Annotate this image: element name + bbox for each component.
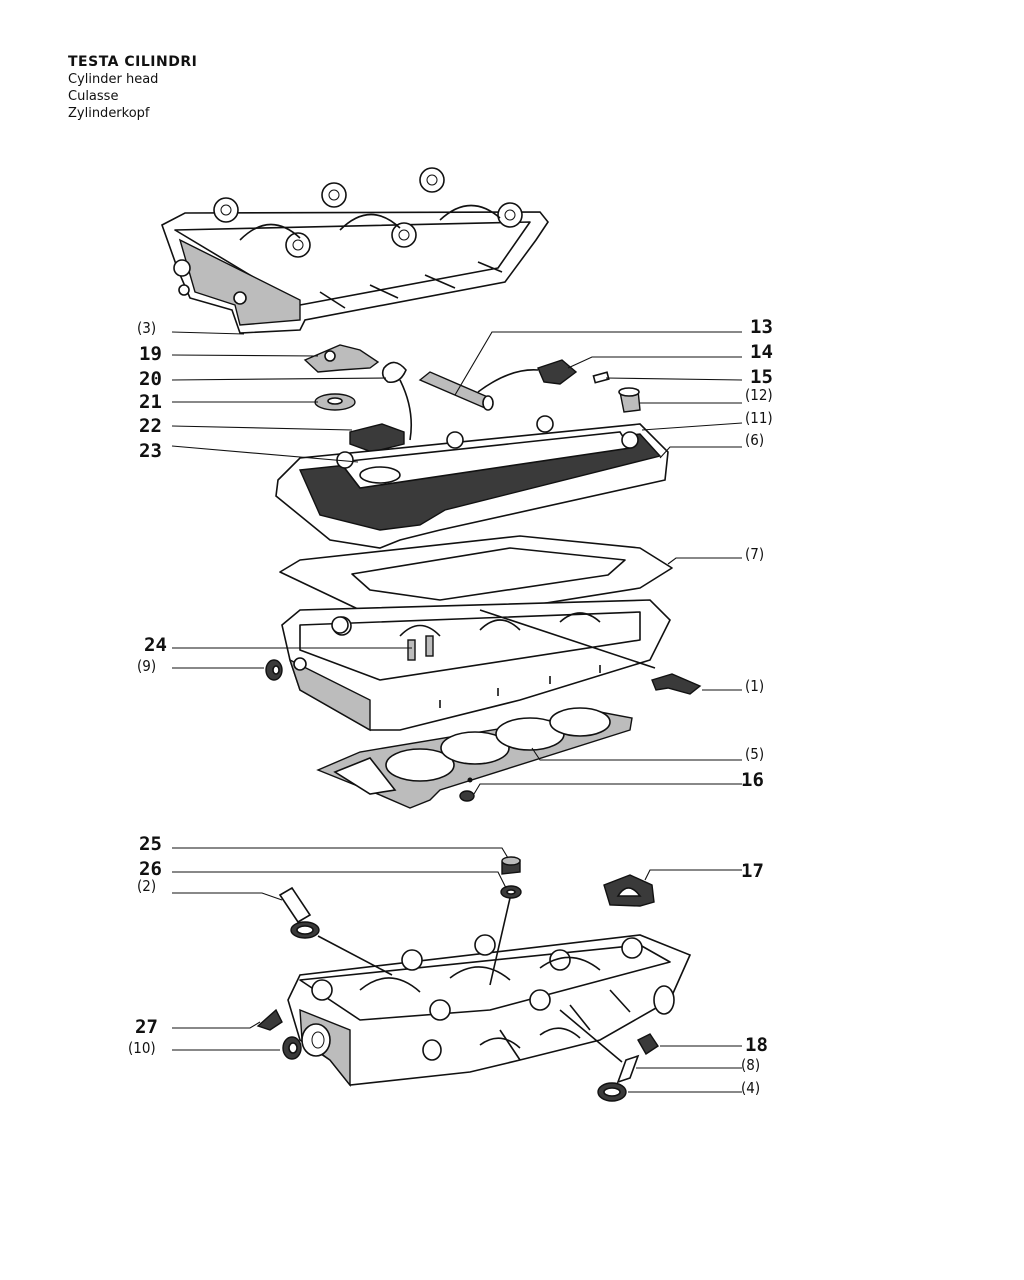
part-seal-4 — [597, 1082, 627, 1102]
callout-17: 17 — [741, 860, 764, 882]
callout-23: 23 — [139, 440, 162, 462]
callout-24: 24 — [144, 634, 167, 656]
title-italian: TESTA CILINDRI — [68, 54, 198, 70]
cam-carrier-bosses — [213, 167, 523, 258]
part-head-gasket — [316, 707, 633, 809]
callout-14: 14 — [750, 341, 773, 363]
part-dowel-16 — [459, 777, 475, 802]
part-valve-guide — [637, 1033, 659, 1055]
part-bearing-cap — [603, 874, 655, 907]
head-studs — [439, 665, 601, 708]
part-breather-hose — [418, 369, 539, 411]
callout-13: 13 — [750, 316, 773, 338]
leader-lines — [171, 331, 743, 1093]
callout-6: (6) — [745, 431, 764, 449]
callout-18: 18 — [745, 1034, 768, 1056]
part-retaining-clip — [479, 609, 702, 695]
part-guide-tube — [278, 886, 393, 976]
part-hose-clamp — [537, 359, 578, 385]
lower-head-studs — [499, 989, 631, 1061]
callout-4: (4) — [741, 1079, 760, 1097]
part-washer-26 — [489, 885, 522, 986]
part-plug-27 — [256, 1008, 283, 1031]
callout-3: (3) — [137, 319, 156, 337]
part-cam-cover — [275, 415, 669, 549]
part-cylinder-head-lower — [287, 934, 692, 1087]
part-cylinder-head-middle — [281, 599, 671, 732]
part-screw-15 — [592, 371, 610, 384]
callout-8: (8) — [741, 1056, 760, 1074]
callout-16: 16 — [741, 769, 764, 791]
callout-5: (5) — [745, 745, 764, 763]
callout-15: 15 — [750, 366, 773, 388]
callout-27: 27 — [135, 1016, 158, 1038]
cam-carrier-studs — [319, 261, 503, 309]
title-german: Zylinderkopf — [68, 106, 150, 121]
title-block: TESTA CILINDRI Cylinder head Culasse Zyl… — [68, 54, 197, 122]
callout-9: (9) — [137, 657, 156, 675]
title-english: Cylinder head — [68, 72, 159, 87]
callout-21: 21 — [139, 391, 162, 413]
part-bracket — [303, 344, 380, 373]
part-seal-10 — [282, 1036, 302, 1060]
callout-11: (11) — [745, 409, 773, 427]
part-plug-9 — [265, 659, 283, 681]
callout-19: 19 — [139, 343, 162, 365]
callout-2: (2) — [137, 877, 156, 895]
callout-25: 25 — [139, 833, 162, 855]
part-stud-24 — [407, 635, 434, 661]
callout-1: (1) — [745, 677, 764, 695]
part-hose-clip — [381, 361, 407, 384]
callout-7: (7) — [745, 545, 764, 563]
lower-head-bosses — [311, 934, 643, 1021]
callout-26: 26 — [139, 858, 162, 880]
callout-22: 22 — [139, 415, 162, 437]
callout-labels: (3) 19 20 21 22 23 13 14 15 (12) (11) (6… — [128, 316, 773, 1097]
part-tube-8 — [559, 1009, 640, 1084]
title-french: Culasse — [68, 89, 119, 104]
callout-12: (12) — [745, 386, 773, 404]
part-cap-nut — [618, 387, 641, 413]
part-cam-carrier-housing — [161, 167, 549, 334]
part-plug-25 — [501, 856, 521, 875]
part-oil-filler-cap — [349, 379, 413, 453]
callout-20: 20 — [139, 368, 162, 390]
part-washer — [314, 393, 356, 411]
callout-10: (10) — [128, 1039, 156, 1057]
